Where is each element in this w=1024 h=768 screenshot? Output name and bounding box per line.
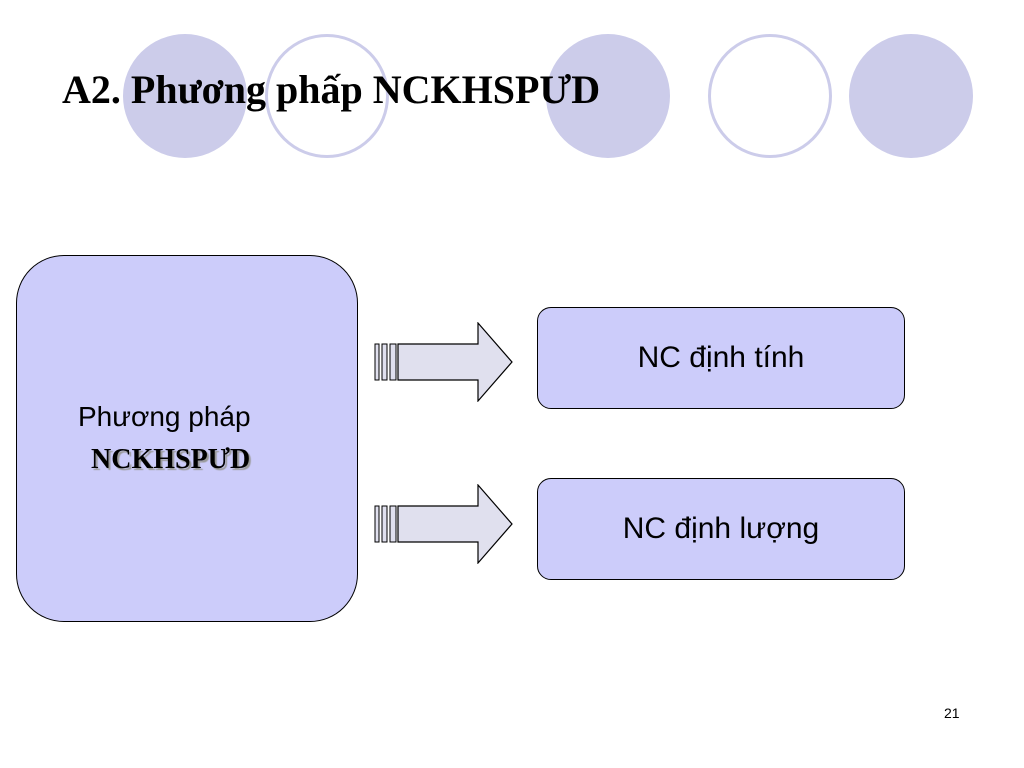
target-box-label: NC định lượng (622, 512, 820, 545)
target-box-qualitative: NC định tính (537, 307, 905, 409)
slide-title: A2. Phương phấp NCKHSPƯD (62, 67, 601, 112)
arrow-right-icon (374, 484, 513, 564)
page-number: 21 (944, 705, 960, 721)
source-box-label-line1: Phương pháp (78, 401, 251, 432)
decorative-circle-outline (265, 34, 389, 158)
decorative-circle-filled (123, 34, 247, 158)
target-box-label: NC định tính (637, 341, 805, 374)
source-box (16, 255, 358, 622)
decorative-circle-filled (546, 34, 670, 158)
source-box-label-line2: NCKHSPƯD (91, 444, 251, 475)
target-box-quantitative: NC định lượng (537, 478, 905, 580)
decorative-circle-outline (708, 34, 832, 158)
decorative-circle-filled (849, 34, 973, 158)
arrow-right-icon (374, 322, 513, 402)
